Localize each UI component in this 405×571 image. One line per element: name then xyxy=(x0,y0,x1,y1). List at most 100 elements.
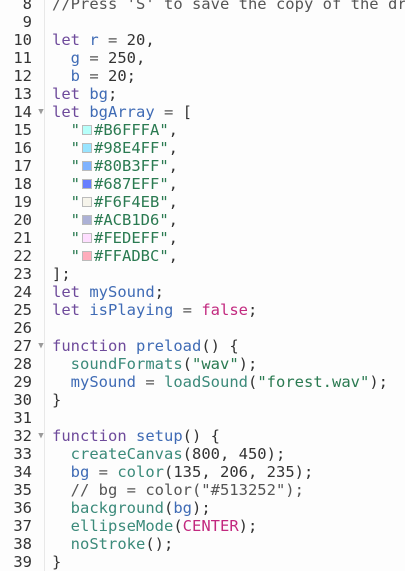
code-text[interactable]: "#FFADBC", xyxy=(52,247,178,265)
code-text[interactable]: let bgArray = [ xyxy=(52,103,192,121)
code-line[interactable]: 14 ▼ let bgArray = [ xyxy=(0,103,405,121)
code-token: (800, 450); xyxy=(182,445,286,463)
code-text[interactable]: "#ACB1D6", xyxy=(52,211,178,229)
code-token xyxy=(52,157,71,175)
line-number: 14 xyxy=(13,103,32,121)
code-line[interactable]: 20 "#ACB1D6", xyxy=(0,211,405,229)
code-line[interactable]: 38 noStroke(); xyxy=(0,535,405,553)
code-line[interactable]: 30} xyxy=(0,391,405,409)
code-text[interactable]: let isPlaying = false; xyxy=(52,301,257,319)
code-token: preload xyxy=(136,337,202,355)
code-token: #80B3FF" xyxy=(94,157,169,175)
code-line[interactable]: 18 "#687EFF", xyxy=(0,175,405,193)
code-line[interactable]: 8//Press 'S' to save the copy of the dra xyxy=(0,0,405,13)
code-line[interactable]: 12 b = 20; xyxy=(0,67,405,85)
code-token: " xyxy=(70,139,81,157)
code-token: = xyxy=(98,31,127,49)
code-text[interactable]: function setup() { xyxy=(52,427,220,445)
fold-arrow-icon[interactable]: ▼ xyxy=(38,107,44,117)
line-number: 18 xyxy=(13,175,32,193)
code-text[interactable]: ]; xyxy=(52,265,71,283)
code-text[interactable]: // bg = color("#513252"); xyxy=(52,481,304,499)
fold-arrow-icon[interactable]: ▼ xyxy=(38,341,44,351)
code-text[interactable]: soundFormats("wav"); xyxy=(52,355,258,373)
code-token: #ACB1D6" xyxy=(94,211,169,229)
code-text[interactable]: background(bg); xyxy=(52,499,211,517)
code-text[interactable]: b = 20; xyxy=(52,67,136,85)
code-token: let xyxy=(52,85,90,103)
code-line[interactable]: 36 background(bg); xyxy=(0,499,405,517)
code-token: ( xyxy=(164,499,174,517)
code-line[interactable]: 34 bg = color(135, 206, 235); xyxy=(0,463,405,481)
code-line[interactable]: 9 xyxy=(0,13,405,31)
code-text[interactable]: //Press 'S' to save the copy of the dra xyxy=(52,0,405,13)
line-number: 22 xyxy=(13,247,32,265)
code-token: g xyxy=(70,49,81,67)
code-token: color xyxy=(117,463,165,481)
code-text[interactable]: "#B6FFFA", xyxy=(52,121,178,139)
code-line[interactable]: 31 xyxy=(0,409,405,427)
code-line[interactable]: 23]; xyxy=(0,265,405,283)
code-text[interactable]: "#F6F4EB", xyxy=(52,193,178,211)
code-token: } xyxy=(52,553,62,571)
code-line[interactable]: 29 mySound = loadSound("forest.wav"); xyxy=(0,373,405,391)
code-token: = xyxy=(136,373,164,391)
code-text[interactable]: "#98E4FF", xyxy=(52,139,178,157)
code-line[interactable]: 21 "#FEDEFF", xyxy=(0,229,405,247)
code-token: bg xyxy=(89,85,108,103)
code-line[interactable]: 39} xyxy=(0,553,405,571)
code-text[interactable]: createCanvas(800, 450); xyxy=(52,445,286,463)
code-text[interactable]: let r = 20, xyxy=(52,31,155,49)
code-line[interactable]: 16 "#98E4FF", xyxy=(0,139,405,157)
code-token: false xyxy=(201,301,248,319)
code-text[interactable]: mySound = loadSound("forest.wav"); xyxy=(52,373,388,391)
code-token xyxy=(52,355,71,373)
code-line[interactable]: 37 ellipseMode(CENTER); xyxy=(0,517,405,535)
line-number: 20 xyxy=(13,211,32,229)
code-line[interactable]: 28 soundFormats("wav"); xyxy=(0,355,405,373)
code-line[interactable]: 33 createCanvas(800, 450); xyxy=(0,445,405,463)
code-text[interactable]: "#80B3FF", xyxy=(52,157,178,175)
code-text[interactable]: "#FEDEFF", xyxy=(52,229,178,247)
line-number: 19 xyxy=(13,193,32,211)
code-text[interactable]: } xyxy=(52,391,61,409)
line-number: 11 xyxy=(13,49,32,67)
code-line[interactable]: 15 "#B6FFFA", xyxy=(0,121,405,139)
code-token: CENTER xyxy=(182,517,239,535)
code-text[interactable]: function preload() { xyxy=(52,337,239,355)
fold-arrow-icon[interactable]: ▼ xyxy=(38,431,44,441)
code-text[interactable]: let mySound; xyxy=(52,283,164,301)
code-token: #687EFF" xyxy=(94,175,169,193)
code-token: 20, xyxy=(126,31,155,49)
code-text[interactable]: ellipseMode(CENTER); xyxy=(52,517,258,535)
code-line[interactable]: 26 xyxy=(0,319,405,337)
code-token: soundFormats xyxy=(70,355,183,373)
code-token xyxy=(52,67,71,85)
code-line[interactable]: 32▼function setup() { xyxy=(0,427,405,445)
code-token: #FEDEFF" xyxy=(94,229,169,247)
code-line[interactable]: 22 "#FFADBC", xyxy=(0,247,405,265)
line-number: 38 xyxy=(13,535,32,553)
code-text[interactable]: bg = color(135, 206, 235); xyxy=(52,463,314,481)
code-line[interactable]: 17 "#80B3FF", xyxy=(0,157,405,175)
code-text[interactable]: g = 250, xyxy=(52,49,146,67)
code-line[interactable]: 35 // bg = color("#513252"); xyxy=(0,481,405,499)
code-line[interactable]: 11 g = 250, xyxy=(0,49,405,67)
line-number: 26 xyxy=(13,319,32,337)
code-line[interactable]: 19 "#F6F4EB", xyxy=(0,193,405,211)
code-token: = xyxy=(154,103,183,121)
code-text[interactable]: let bg; xyxy=(52,85,117,103)
code-text[interactable]: noStroke(); xyxy=(52,535,174,553)
code-token xyxy=(52,175,71,193)
code-token: let xyxy=(52,301,90,319)
code-line[interactable]: 27▼function preload() { xyxy=(0,337,405,355)
code-token: //Press 'S' to save the copy of the dra xyxy=(52,0,405,13)
code-text[interactable]: } xyxy=(52,553,61,571)
code-text[interactable]: "#687EFF", xyxy=(52,175,178,193)
